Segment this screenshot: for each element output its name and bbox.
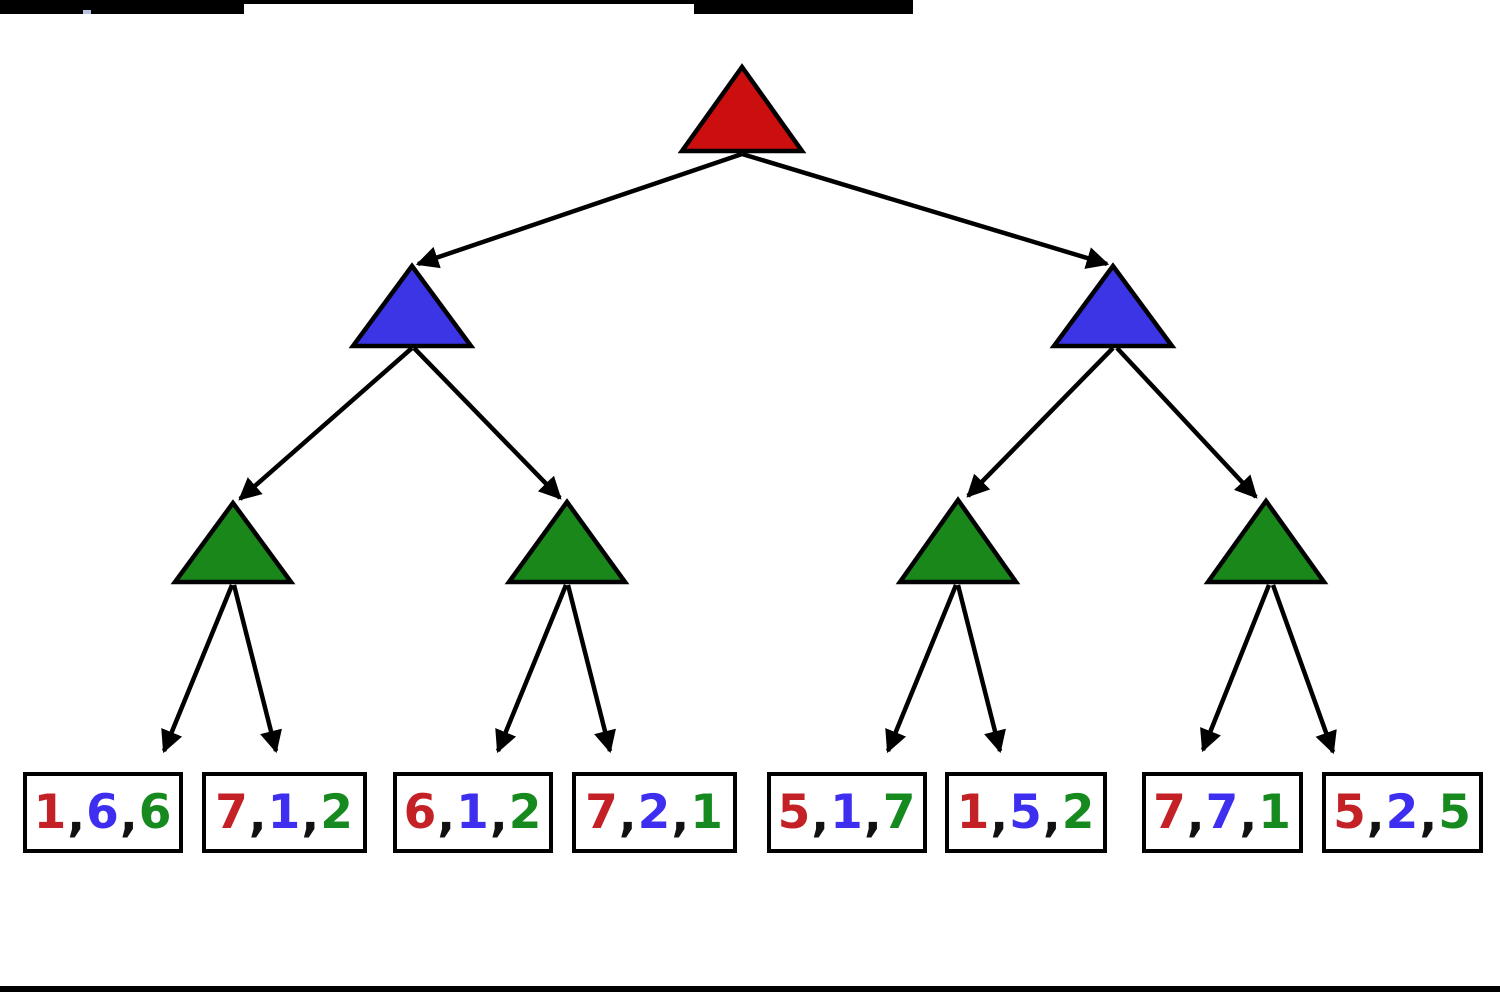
leaf-digit: 6 (403, 785, 438, 840)
leaf-box-7: 7,7,1 (1142, 772, 1303, 853)
lower-triangle-3 (895, 496, 1021, 585)
leaf-digit: 5 (1009, 785, 1043, 840)
edge-root-right (741, 151, 1110, 269)
leaf-digit: 2 (508, 785, 543, 840)
leaf-digit: 1 (1258, 785, 1292, 840)
edge-leftright-leaf4 (565, 584, 616, 754)
comma: , (248, 788, 268, 843)
comma: , (67, 788, 87, 843)
leaf-digit: 1 (956, 785, 991, 840)
comma: , (119, 788, 139, 843)
edge-left-leftleft (238, 346, 414, 501)
leaf-digit: 6 (86, 785, 120, 840)
leaf-digit: 5 (777, 785, 812, 840)
artifact-mark (83, 10, 91, 14)
comma: , (1366, 788, 1386, 843)
comma: , (1186, 788, 1206, 843)
comma: , (437, 788, 457, 843)
leaf-box-5: 5,1,7 (767, 772, 927, 853)
leaf-digit: 5 (1333, 785, 1367, 840)
edge-root-left (415, 151, 743, 269)
leaf-digit: 1 (267, 785, 302, 840)
leaf-digit: 7 (215, 785, 249, 840)
edge-rightright-leaf8 (1270, 584, 1337, 755)
leaf-digit: 2 (1061, 785, 1096, 840)
edge-right-rightright (1115, 346, 1258, 499)
leaf-digit: 2 (320, 785, 354, 840)
leaf-box-1: 1,6,6 (23, 772, 183, 853)
edge-leftright-leaf3 (495, 584, 569, 754)
bottom-rule (0, 986, 1500, 992)
edge-rightleft-leaf6 (955, 584, 1006, 754)
internal-right-triangle (1049, 262, 1177, 349)
comma: , (1419, 788, 1439, 843)
edge-rightleft-leaf5 (885, 584, 959, 754)
leaf-digit: 7 (1153, 785, 1187, 840)
edge-left-leftright (412, 346, 562, 500)
comma: , (811, 788, 831, 843)
leaf-box-8: 5,2,5 (1322, 772, 1483, 853)
leaf-digit: 1 (456, 785, 490, 840)
lower-triangle-4 (1203, 497, 1329, 585)
leaf-digit: 2 (637, 785, 672, 840)
internal-left-triangle (348, 262, 476, 349)
comma: , (1042, 788, 1062, 843)
lower-triangle-2 (504, 498, 630, 585)
comma: , (671, 788, 691, 843)
leaf-digit: 6 (138, 785, 173, 840)
top-strip-bar (0, 0, 913, 4)
edge-leftleft-leaf1 (161, 584, 235, 754)
leaf-digit: 7 (1205, 785, 1240, 840)
leaf-box-2: 7,1,2 (202, 772, 367, 853)
leaf-box-3: 6,1,2 (393, 772, 553, 853)
comma: , (990, 788, 1010, 843)
leaf-digit: 1 (690, 785, 724, 840)
edge-rightright-leaf7 (1200, 584, 1272, 753)
edge-right-rightleft (966, 346, 1115, 498)
leaf-box-6: 1,5,2 (945, 772, 1107, 853)
leaf-digit: 7 (882, 785, 917, 840)
root-triangle (677, 63, 807, 154)
leaf-digit: 1 (33, 785, 68, 840)
leaf-digit: 5 (1438, 785, 1472, 840)
lower-triangle-1 (170, 499, 296, 585)
comma: , (863, 788, 883, 843)
top-right-bar (694, 0, 913, 14)
leaf-digit: 2 (1385, 785, 1420, 840)
leaf-digit: 1 (830, 785, 864, 840)
top-left-bar (0, 0, 244, 14)
edge-leftleft-leaf2 (231, 584, 282, 754)
comma: , (618, 788, 638, 843)
leaf-digit: 7 (585, 785, 619, 840)
leaf-box-4: 7,2,1 (572, 772, 737, 853)
comma: , (301, 788, 321, 843)
comma: , (489, 788, 509, 843)
comma: , (1239, 788, 1259, 843)
